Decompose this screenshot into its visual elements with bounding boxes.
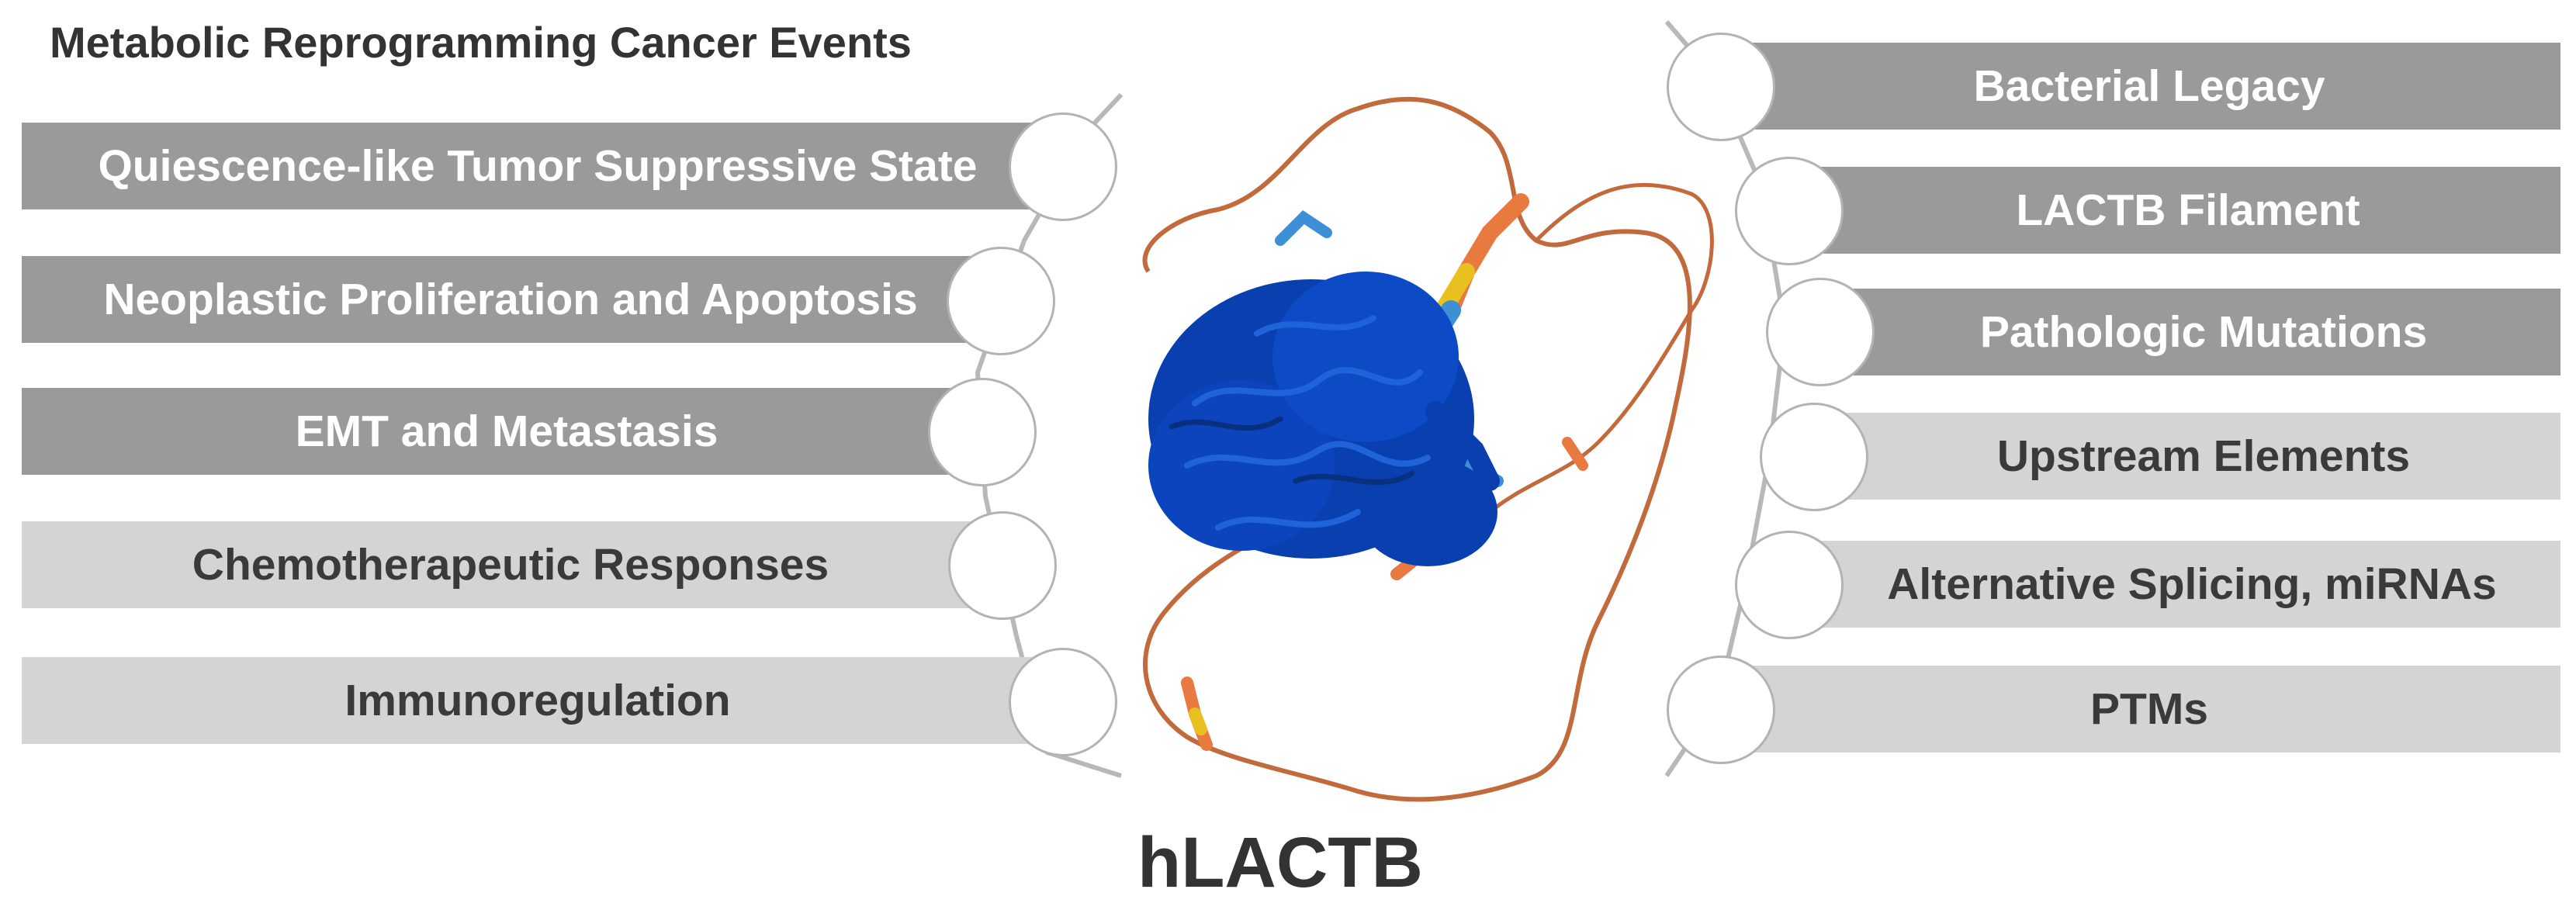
protein-helix-darkblue: [1425, 401, 1500, 491]
right-bar-4: Upstream Elements: [1816, 413, 2560, 500]
left-bar-4: Chemotherapeutic Responses: [22, 521, 999, 608]
left-bar-label: Immunoregulation: [345, 676, 731, 725]
left-bar-1: Quiescence-like Tumor Suppressive State: [22, 123, 1054, 209]
right-bar-label: Upstream Elements: [1996, 431, 2411, 481]
left-bar-label: Quiescence-like Tumor Suppressive State: [98, 141, 978, 191]
right-bar-label: LACTB Filament: [2016, 185, 2360, 235]
left-node-3: [928, 378, 1037, 486]
right-node-3: [1766, 278, 1875, 386]
right-node-4: [1760, 403, 1868, 511]
left-node-4: [948, 511, 1057, 620]
right-node-6: [1667, 656, 1775, 764]
left-node-2: [947, 247, 1055, 355]
right-bar-label: Bacterial Legacy: [1973, 61, 2325, 111]
protein-core-3: [1272, 272, 1459, 442]
right-node-2: [1735, 157, 1844, 265]
left-node-1: [1009, 112, 1117, 221]
right-bar-6: PTMs: [1707, 666, 2560, 753]
right-bar-5: Alternative Splicing, miRNAs: [1785, 541, 2560, 628]
left-bar-5: Immunoregulation: [22, 657, 1054, 744]
protein-helix-yellow-2: [1189, 708, 1207, 735]
left-bar-2: Neoplastic Proliferation and Apoptosis: [22, 256, 999, 343]
left-bar-label: Chemotherapeutic Responses: [192, 540, 829, 590]
protein-texture: [1184, 315, 1431, 531]
left-node-5: [1009, 648, 1117, 756]
protein-name-label: hLACTB: [1137, 823, 1423, 902]
left-bar-label: Neoplastic Proliferation and Apoptosis: [103, 275, 918, 324]
left-bar-label: EMT and Metastasis: [295, 407, 718, 456]
right-node-1: [1667, 33, 1775, 141]
protein-structure-illustration: [1142, 96, 1714, 802]
right-bar-label: Alternative Splicing, miRNAs: [1887, 559, 2497, 609]
left-bar-3: EMT and Metastasis: [22, 388, 992, 475]
protein-texture-2: [1169, 416, 1415, 486]
right-bar-3: Pathologic Mutations: [1816, 289, 2560, 375]
protein-loop: [1142, 96, 1692, 802]
right-bar-label: PTMs: [2090, 684, 2209, 734]
right-bar-1: Bacterial Legacy: [1707, 43, 2560, 130]
protein-loop-2: [1488, 182, 1714, 514]
protein-helix-lightblue-2: [1275, 209, 1332, 246]
right-node-5: [1735, 531, 1844, 639]
protein-helix-orange-4: [1562, 437, 1588, 471]
page-title: Metabolic Reprogramming Cancer Events: [50, 18, 912, 67]
right-bar-label: Pathologic Mutations: [1979, 307, 2428, 357]
right-bar-2: LACTB Filament: [1785, 167, 2560, 254]
protein-core-4: [1358, 458, 1497, 566]
